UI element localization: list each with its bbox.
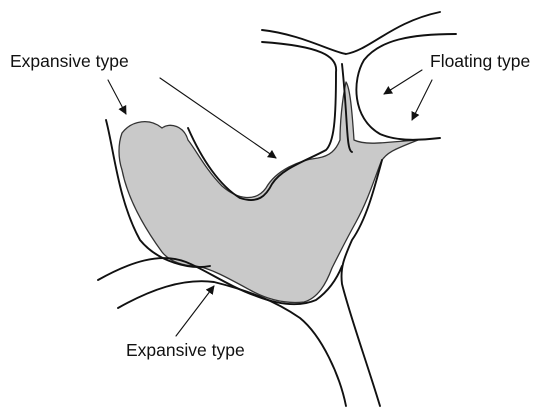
wall-floating-right	[356, 34, 456, 140]
arrow-floating-left	[384, 70, 422, 94]
wall-top-arc	[262, 12, 440, 54]
arrow-floating-right	[412, 80, 432, 120]
arrow-expansive-top-left	[108, 80, 126, 114]
label-floating: Floating type	[430, 51, 530, 71]
arrow-expansive-bottom	[176, 286, 214, 336]
label-expansive-bottom: Expansive type	[126, 340, 245, 360]
label-expansive-top: Expansive type	[10, 51, 129, 71]
